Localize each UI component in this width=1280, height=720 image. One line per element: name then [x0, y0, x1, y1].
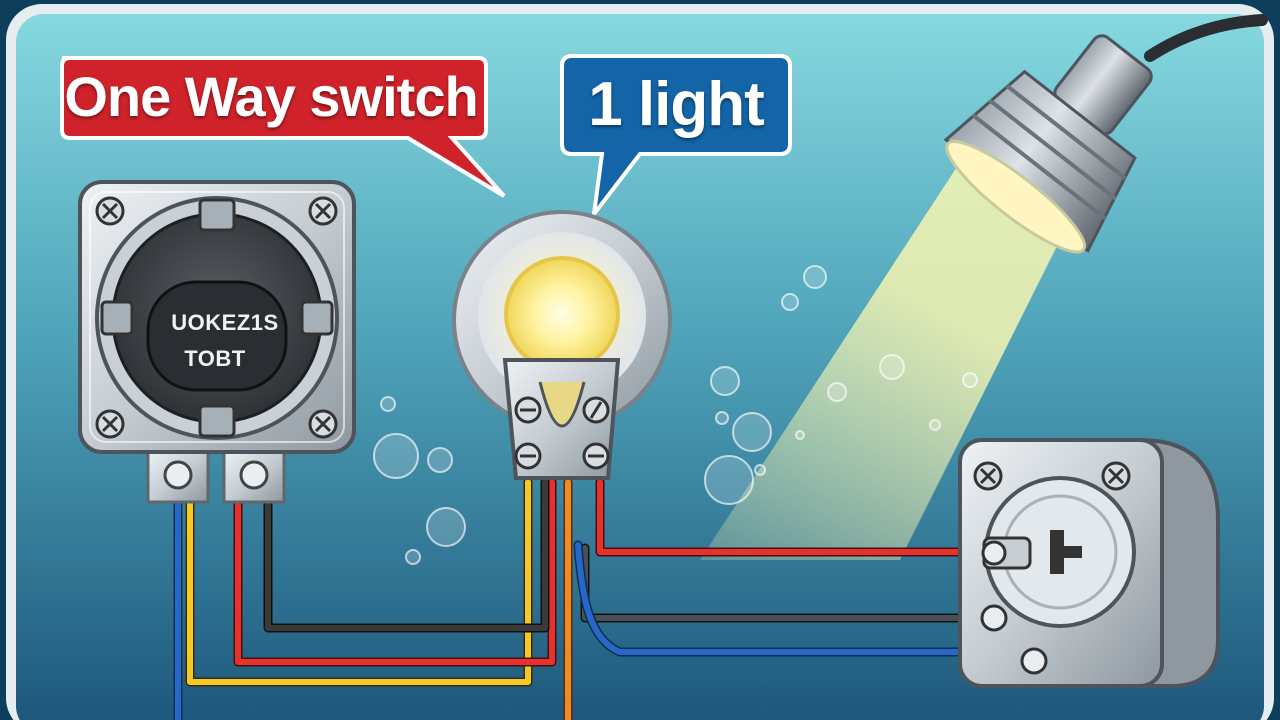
callout-one-way-switch: One Way switch	[64, 65, 478, 128]
bulb-holder-icon	[452, 210, 672, 480]
rotary-switch-icon	[78, 180, 356, 504]
socket-terminal-1	[981, 540, 1007, 566]
switch-face-label-line2: TOBT	[184, 346, 246, 371]
screw-icon	[95, 196, 338, 439]
switch-terminal-1	[163, 460, 193, 490]
callout-light-bubble	[560, 54, 792, 222]
callout-one-light: 1 light	[588, 70, 765, 139]
switch-face-label-line1: UOKEZ1S	[171, 310, 279, 335]
decorative-bubbles	[373, 265, 978, 565]
light-beam	[700, 150, 1060, 560]
wiring	[173, 477, 1037, 720]
socket-terminal-2	[980, 604, 1008, 632]
callout-switch-bubble	[60, 56, 506, 198]
socket-icon	[958, 437, 1220, 688]
bulb-glow	[504, 256, 620, 372]
socket-terminal-3	[1020, 647, 1048, 675]
switch-terminal-2	[239, 460, 269, 490]
spotlight-icon	[943, 14, 1268, 254]
